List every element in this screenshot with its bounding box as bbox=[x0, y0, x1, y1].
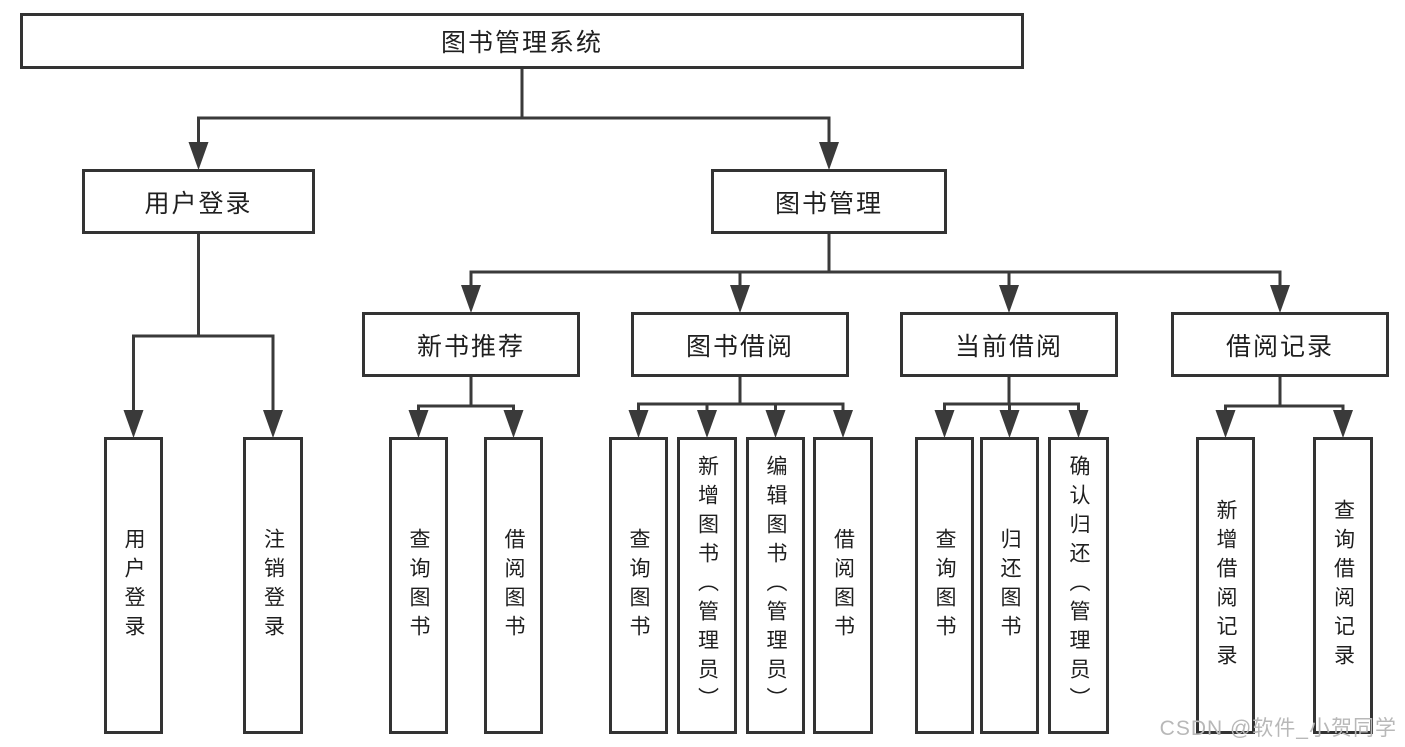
node-query-books-recommend: 查询图书 bbox=[389, 437, 448, 734]
node-label: 归还图书 bbox=[998, 527, 1021, 644]
node-label: 当前借阅 bbox=[954, 332, 1063, 361]
node-borrow-books-borrowing: 借阅图书 bbox=[813, 437, 873, 734]
connector-user-login bbox=[123, 232, 283, 438]
watermark: CSDN @软件_小贺同学 bbox=[1159, 717, 1397, 740]
node-new-book-recommend: 新书推荐 bbox=[362, 312, 580, 377]
node-add-book-admin: 新增图书（管理员） bbox=[677, 437, 737, 734]
node-label: 查询图书 bbox=[933, 527, 956, 644]
node-borrowing-records: 借阅记录 bbox=[1171, 312, 1389, 377]
node-logout-action: 注销登录 bbox=[243, 437, 303, 734]
arrowhead-icon bbox=[999, 285, 1019, 313]
node-label: 借阅图书 bbox=[831, 527, 855, 644]
node-label: 用户登录 bbox=[122, 527, 145, 644]
node-label: 图书管理系统 bbox=[440, 29, 603, 57]
node-label: 查询图书 bbox=[627, 527, 650, 644]
arrowhead-icon bbox=[1215, 410, 1236, 438]
arrowhead-icon bbox=[1068, 410, 1089, 438]
connector-book-borrowing bbox=[628, 375, 853, 438]
connector-new-book-recommend bbox=[408, 375, 524, 438]
node-label: 新增图书（管理员） bbox=[695, 455, 719, 716]
arrowhead-icon bbox=[123, 410, 144, 438]
node-label: 借阅图书 bbox=[502, 527, 525, 644]
node-label: 图书管理 bbox=[774, 189, 883, 218]
node-current-borrowing: 当前借阅 bbox=[900, 312, 1118, 377]
node-label: 查询图书 bbox=[407, 527, 430, 644]
arrowhead-icon bbox=[188, 142, 209, 170]
node-confirm-return-admin: 确认归还（管理员） bbox=[1048, 437, 1109, 734]
node-label: 新书推荐 bbox=[416, 332, 525, 361]
node-label: 图书借阅 bbox=[685, 332, 794, 361]
arrowhead-icon bbox=[1270, 285, 1290, 313]
node-user-login-action: 用户登录 bbox=[104, 437, 163, 734]
node-return-book: 归还图书 bbox=[980, 437, 1039, 734]
arrowhead-icon bbox=[628, 410, 649, 438]
node-label: 查询借阅记录 bbox=[1331, 498, 1355, 673]
node-user-login: 用户登录 bbox=[82, 169, 315, 234]
node-label: 新增借阅记录 bbox=[1214, 498, 1237, 673]
arrowhead-icon bbox=[697, 410, 717, 438]
node-label: 确认归还（管理员） bbox=[1067, 455, 1090, 716]
node-edit-book-admin: 编辑图书（管理员） bbox=[746, 437, 805, 734]
arrowhead-icon bbox=[833, 410, 853, 438]
node-query-books-current: 查询图书 bbox=[915, 437, 974, 734]
arrowhead-icon bbox=[1333, 410, 1353, 438]
node-label: 用户登录 bbox=[144, 189, 253, 218]
arrowhead-icon bbox=[263, 410, 283, 438]
node-label: 编辑图书（管理员） bbox=[764, 455, 787, 716]
arrowhead-icon bbox=[730, 285, 750, 313]
node-query-borrow-record: 查询借阅记录 bbox=[1313, 437, 1373, 734]
node-label: 注销登录 bbox=[261, 527, 285, 644]
arrowhead-icon bbox=[934, 410, 955, 438]
arrowhead-icon bbox=[999, 410, 1020, 438]
arrowhead-icon bbox=[503, 410, 524, 438]
node-label: 借阅记录 bbox=[1225, 332, 1334, 361]
connector-current-borrowing bbox=[934, 375, 1089, 438]
connector-root bbox=[188, 67, 839, 170]
node-root: 图书管理系统 bbox=[20, 13, 1024, 69]
node-book-borrowing: 图书借阅 bbox=[631, 312, 849, 377]
arrowhead-icon bbox=[461, 285, 481, 313]
arrowhead-icon bbox=[819, 142, 839, 170]
arrowhead-icon bbox=[765, 410, 786, 438]
node-borrow-books-recommend: 借阅图书 bbox=[484, 437, 543, 734]
node-book-management: 图书管理 bbox=[711, 169, 947, 234]
arrowhead-icon bbox=[408, 410, 429, 438]
node-add-borrow-record: 新增借阅记录 bbox=[1196, 437, 1255, 734]
connector-book-management bbox=[461, 232, 1290, 313]
connector-borrowing-records bbox=[1215, 375, 1353, 438]
node-query-books-borrowing: 查询图书 bbox=[609, 437, 668, 734]
